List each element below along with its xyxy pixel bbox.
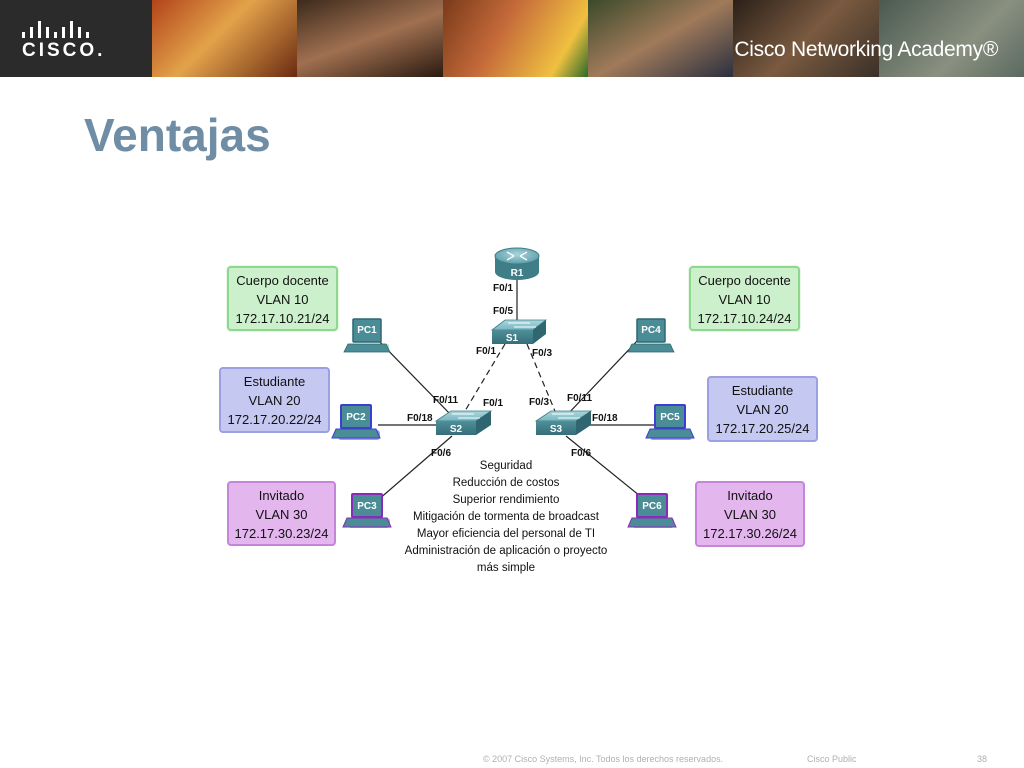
benefit-item: Seguridad	[479, 460, 533, 472]
port-label: F0/11	[567, 393, 593, 404]
vlan-ip: 172.17.10.24/24	[697, 311, 792, 326]
vlan-ip: 172.17.30.23/24	[234, 526, 329, 541]
pc1-label: PC1	[357, 325, 377, 336]
pc6-label: PC6	[642, 501, 662, 512]
switch-icon[interactable]: S2	[434, 410, 493, 435]
pc-icon[interactable]: PC4	[627, 318, 675, 353]
link-pc3-s2	[377, 435, 453, 501]
switch-s3-label: S3	[550, 424, 563, 435]
switch-s1-label: S1	[506, 333, 519, 344]
link-pc6-s3	[565, 435, 641, 497]
benefit-item: Reducción de costos	[452, 477, 560, 489]
switch-s2-label: S2	[450, 424, 463, 435]
footer-page-number: 38	[977, 754, 988, 764]
vlan-role: Cuerpo docente	[698, 273, 791, 288]
router-icon[interactable]: R1	[494, 247, 540, 280]
header-photo	[152, 0, 298, 77]
vlan-id: VLAN 20	[248, 393, 301, 408]
pc-icon[interactable]: PC1	[343, 318, 391, 353]
vlan-id: VLAN 10	[718, 292, 771, 307]
pc5-label: PC5	[660, 412, 680, 423]
vlan-ip: 172.17.20.22/24	[227, 412, 322, 427]
benefit-item: Mitigación de tormenta de broadcast	[412, 511, 600, 523]
benefit-item: Mayor eficiencia del personal de TI	[416, 528, 596, 540]
port-label: F0/3	[532, 348, 553, 359]
port-label: F0/6	[431, 448, 452, 459]
vlan-box-faculty: Cuerpo docente VLAN 10 172.17.10.21/24	[227, 266, 338, 331]
benefit-item: Administración de aplicación o proyecto	[404, 545, 608, 557]
vlan-ip: 172.17.10.21/24	[235, 311, 330, 326]
port-label: F0/5	[493, 306, 514, 317]
vlan-id: VLAN 20	[736, 402, 789, 417]
header-photo-strip	[152, 0, 1024, 77]
header-photo	[878, 0, 1024, 77]
link-s1-s3	[526, 343, 558, 417]
vlan-role: Cuerpo docente	[236, 273, 329, 288]
cisco-logo-text: CISCO.	[22, 40, 106, 61]
pc-icon[interactable]: PC3	[342, 493, 392, 528]
port-label: F0/18	[407, 413, 433, 424]
benefit-item: más simple	[476, 562, 536, 574]
cisco-logo: CISCO.	[0, 0, 152, 77]
network-links	[377, 276, 654, 501]
vlan-id: VLAN 30	[255, 507, 308, 522]
vlan-id: VLAN 10	[256, 292, 309, 307]
vlan-role: Estudiante	[731, 383, 794, 398]
port-label: F0/11	[433, 395, 459, 406]
vlan-ip: 172.17.20.25/24	[715, 421, 810, 436]
switch-icon[interactable]: S1	[490, 319, 548, 344]
port-label: F0/1	[493, 283, 514, 294]
pc-icon[interactable]: PC2	[331, 404, 381, 440]
router-label: R1	[511, 268, 524, 279]
port-label: F0/1	[483, 398, 504, 409]
vlan-id: VLAN 30	[723, 507, 777, 522]
pc-icon[interactable]: PC5	[645, 404, 695, 440]
header-photo	[442, 0, 588, 77]
vlan-role: Invitado	[258, 488, 305, 503]
header-photo	[587, 0, 734, 77]
pc2-label: PC2	[346, 412, 366, 423]
vlan-box-guest: Invitado VLAN 30 172.17.30.23/24	[227, 481, 336, 546]
port-label: F0/1	[476, 346, 497, 357]
header-photo	[297, 0, 443, 77]
header-photo	[733, 0, 879, 77]
cisco-bars-icon	[22, 20, 92, 38]
vlan-role: Invitado	[727, 488, 773, 503]
networking-academy-brand: Cisco Networking Academy®	[734, 38, 998, 61]
port-label: F0/3	[529, 397, 550, 408]
vlan-ip: 172.17.30.26/24	[703, 526, 797, 541]
benefits-list: Seguridad Reducción de costos Superior r…	[398, 458, 614, 577]
vlan-role: Estudiante	[243, 374, 306, 389]
pc-icon[interactable]: PC6	[627, 493, 677, 528]
benefit-item: Superior rendimiento	[452, 494, 560, 506]
pc4-label: PC4	[641, 325, 661, 336]
port-label: F0/6	[571, 448, 592, 459]
vlan-box-student: Estudiante VLAN 20 172.17.20.22/24	[219, 367, 330, 433]
pc3-label: PC3	[357, 501, 377, 512]
footer-classification: Cisco Public	[807, 754, 857, 764]
link-s1-s2	[461, 343, 506, 417]
header-banner: CISCO. Cisco Networking Academy®	[0, 0, 1024, 77]
footer-copyright: © 2007 Cisco Systems, Inc. Todos los der…	[483, 754, 724, 764]
vlan-box-guest: Invitado VLAN 30 172.17.30.26/24	[695, 481, 805, 547]
switch-icon[interactable]: S3	[534, 410, 593, 435]
link-pc1-s2	[377, 339, 453, 417]
link-pc4-s3	[565, 339, 639, 417]
port-label: F0/18	[592, 413, 618, 424]
page-title: Ventajas	[84, 109, 271, 161]
vlan-box-student: Estudiante VLAN 20 172.17.20.25/24	[707, 376, 818, 442]
vlan-box-faculty: Cuerpo docente VLAN 10 172.17.10.24/24	[689, 266, 800, 331]
